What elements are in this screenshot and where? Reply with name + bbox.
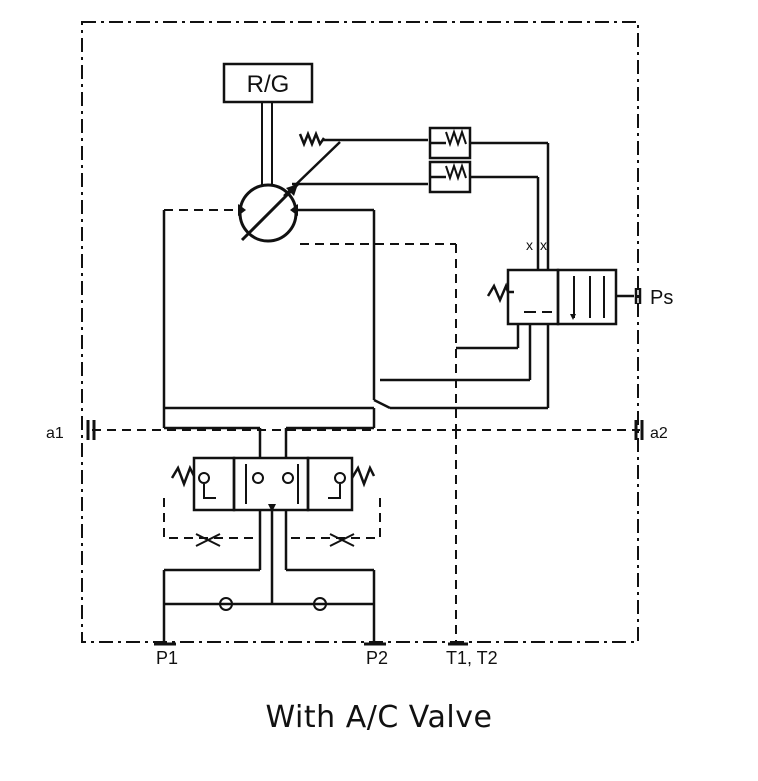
port-ps-label: Ps [650,287,673,309]
svg-text:x: x [540,237,547,253]
port-p2-label: P2 [366,648,388,668]
gauge-box-label: R/G [247,71,290,98]
port-a1-label: a1 [46,425,64,442]
ac-control-valve [486,268,642,326]
spring-symbol [298,130,326,148]
port-p1-label: P1 [156,648,178,668]
actuator-cylinder-lower [428,160,472,194]
lower-directional-valve [170,456,376,512]
outer-boundary [81,21,639,643]
gauge-box [222,62,314,104]
variable-pump-symbol [238,141,428,243]
port-t-label: T1, T2 [446,648,498,668]
port-a2-label: a2 [650,425,668,442]
diagram-caption: With A/C Valve [265,700,493,735]
svg-text:x: x [526,237,533,253]
actuator-cylinder-upper [428,126,472,160]
